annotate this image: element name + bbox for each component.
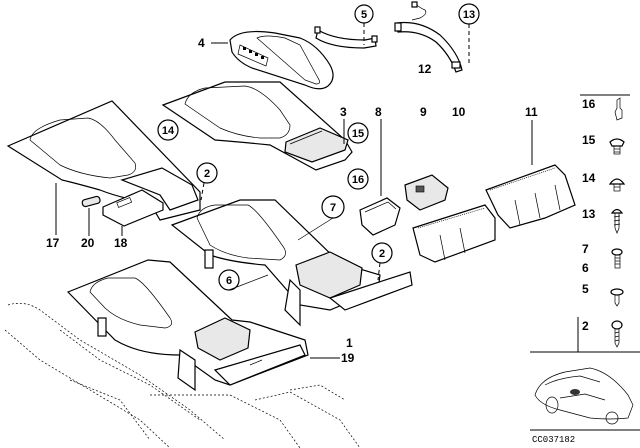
callout-16-circle <box>347 168 369 190</box>
screw-icon <box>610 288 624 307</box>
fastener-5-label: 5 <box>582 282 589 296</box>
label-9: 9 <box>420 105 427 119</box>
part-18-cover-lid[interactable] <box>102 167 199 227</box>
callout-13: 13 <box>463 9 475 21</box>
middle-trim-frame[interactable] <box>170 199 413 327</box>
label-12: 12 <box>418 62 432 76</box>
fastener-6-label: 6 <box>582 261 589 275</box>
label-19: 19 <box>341 351 355 365</box>
fastener-7-label: 7 <box>582 242 589 256</box>
callout-2b: 2 <box>379 248 385 260</box>
part-9-switch-housing[interactable] <box>404 174 449 211</box>
fastener-16-label: 16 <box>582 97 596 111</box>
label-8: 8 <box>375 105 382 119</box>
part-1-console-carrier[interactable] <box>66 259 309 392</box>
expanding-rivet-icon <box>608 178 626 192</box>
part-4-shift-gate-trim[interactable] <box>229 30 334 90</box>
fastener-6-row[interactable]: 6 <box>582 248 623 275</box>
callout-2a: 2 <box>204 168 210 180</box>
callout-2a-circle <box>196 162 218 184</box>
fastener-14-row[interactable]: 14 <box>582 171 626 192</box>
callout-14-circle <box>157 119 179 141</box>
tapping-screw-icon <box>610 208 624 234</box>
diagram-code: CC037182 <box>532 435 575 445</box>
callout-6: 6 <box>226 275 232 287</box>
screw-icon <box>611 248 623 269</box>
part-20-switch[interactable] <box>81 195 101 208</box>
fastener-7-row[interactable]: 7 <box>582 242 589 256</box>
part-10-storage-box[interactable] <box>412 204 496 263</box>
gear-indicator-marks <box>243 47 264 59</box>
callout-16: 16 <box>352 174 364 186</box>
part-3-upper-trim-panel[interactable] <box>161 81 353 171</box>
screw-icon <box>611 320 623 348</box>
callout-14: 14 <box>162 125 175 137</box>
label-11: 11 <box>525 105 538 119</box>
vehicle-floor-outline <box>4 303 361 448</box>
car-thumbnail-icon <box>534 367 634 425</box>
fastener-16-row[interactable]: 16 <box>582 97 623 121</box>
label-18: 18 <box>114 236 128 250</box>
fastener-2-label: 2 <box>582 319 589 333</box>
label-10: 10 <box>452 105 466 119</box>
fastener-13-label: 13 <box>582 207 596 221</box>
fastener-15-row[interactable]: 15 <box>582 133 625 155</box>
callout-2b-circle <box>371 242 393 264</box>
expanding-rivet-icon <box>609 138 625 155</box>
part-5-bracket[interactable] <box>314 26 378 49</box>
fastener-2-row[interactable]: 2 <box>582 319 623 348</box>
part-11-storage-compartment[interactable] <box>485 164 576 229</box>
part-12-cable-bracket[interactable] <box>394 1 463 73</box>
label-20: 20 <box>81 236 95 250</box>
callout-15-circle <box>347 122 369 144</box>
callout-5: 5 <box>361 9 367 21</box>
label-3: 3 <box>340 105 347 119</box>
fastener-legend: 16 15 14 13 <box>530 94 640 353</box>
label-1: 1 <box>346 336 353 350</box>
fastener-15-label: 15 <box>582 133 596 147</box>
callout-7: 7 <box>330 202 336 214</box>
callout-15: 15 <box>352 128 364 140</box>
label-17: 17 <box>46 236 60 250</box>
label-4: 4 <box>198 36 205 50</box>
part-8-tray[interactable] <box>359 197 401 236</box>
fastener-13-row[interactable]: 13 <box>582 207 624 234</box>
clip-icon <box>614 97 623 121</box>
fastener-5-row[interactable]: 5 <box>582 282 624 307</box>
fastener-14-label: 14 <box>582 171 596 185</box>
